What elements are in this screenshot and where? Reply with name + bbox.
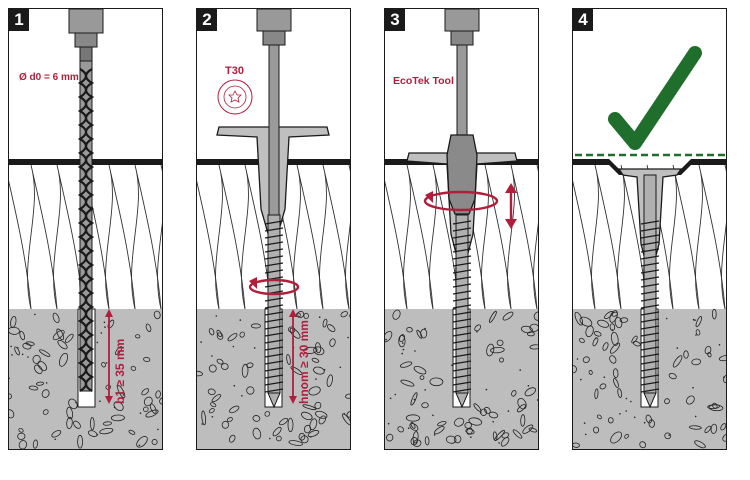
rotation-arrow-icon	[423, 190, 499, 212]
step-4-illustration	[573, 46, 726, 449]
screw-tip	[455, 392, 469, 409]
diameter-label: Ø d0 = 6 mm	[19, 72, 79, 83]
drill-chuck-icon	[444, 9, 480, 32]
step-2-panel: 2 T30 hnom ≥ 30 mm	[196, 8, 351, 450]
step-number: 1	[9, 9, 29, 31]
drill-chuck-icon	[68, 9, 104, 34]
driver-shaft	[268, 44, 280, 216]
torx-bit-icon	[217, 79, 253, 115]
screw-shank	[267, 214, 281, 394]
aggregate-pattern	[385, 309, 538, 447]
step-3-illustration	[385, 9, 538, 449]
step-2-illustration	[197, 9, 350, 449]
screw-thread	[640, 220, 660, 393]
ecotek-tool	[446, 134, 478, 215]
drill-chuck-icon	[256, 9, 292, 32]
bit-flute	[84, 68, 95, 392]
screw-shank	[643, 174, 657, 394]
driver-shaft	[456, 44, 468, 136]
step-1-illustration	[9, 9, 162, 449]
screw-tip	[643, 392, 657, 409]
screw-thread	[264, 220, 284, 393]
aggregate-pattern	[573, 308, 726, 449]
membrane	[573, 159, 726, 175]
step-number: 3	[385, 9, 405, 31]
tool-label: EcoTek Tool	[393, 75, 454, 87]
step-number: 4	[573, 9, 593, 31]
step-number: 2	[197, 9, 217, 31]
aggregate-pattern	[197, 310, 350, 446]
step-1-panel: 1 Ø d0 = 6 mm b1 ≥ 35 mm	[8, 8, 163, 450]
step-3-panel: 3 EcoTek Tool	[384, 8, 539, 450]
aggregate-pattern	[9, 310, 162, 449]
screw-thread	[452, 220, 472, 393]
rotation-arrow-icon	[248, 278, 300, 296]
step-4-panel: 4	[572, 8, 727, 450]
bit-label: T30	[225, 65, 244, 77]
depth-label: b1 ≥ 35 mm	[113, 338, 127, 404]
screw-tip	[267, 392, 281, 409]
checkmark-icon	[608, 46, 702, 150]
embed-label: hnom ≥ 30 mm	[297, 320, 311, 404]
screw-shank	[455, 214, 469, 394]
